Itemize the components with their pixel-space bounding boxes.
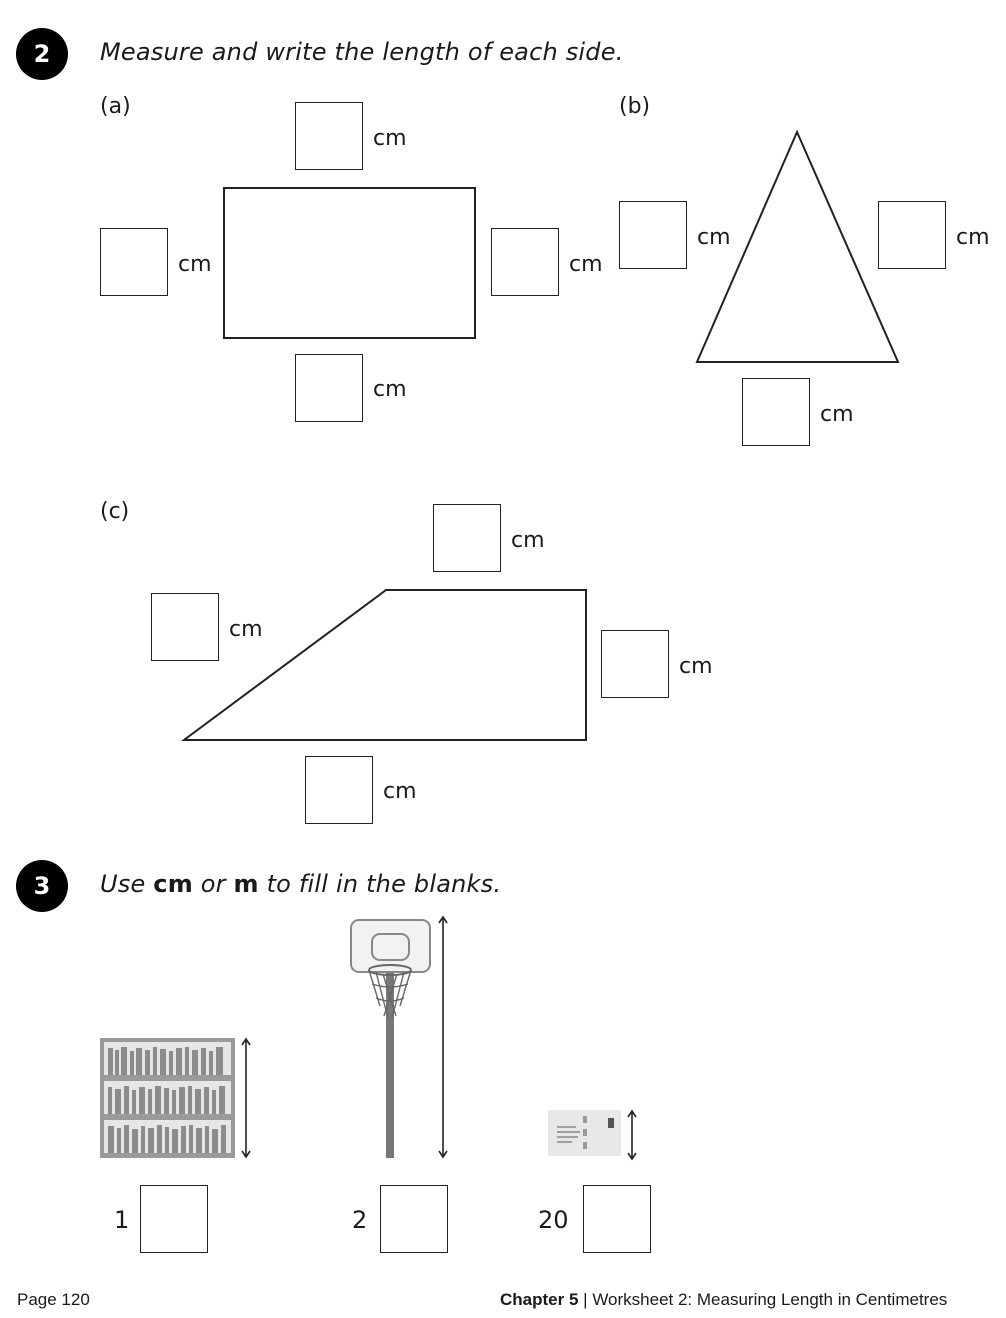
answer-box-q3-1[interactable] (140, 1185, 208, 1253)
instruction-text: or (192, 870, 234, 898)
part-c-label: (c) (100, 499, 130, 524)
unit-label: cm (697, 225, 731, 250)
rectangle-shape (223, 187, 476, 339)
unit-label: cm (229, 617, 263, 642)
unit-label: cm (373, 377, 407, 402)
instruction-unit-m: m (233, 870, 259, 898)
footer-worksheet: Worksheet 2: Measuring Length in Centime… (592, 1290, 948, 1309)
question-2-instruction: Measure and write the length of each sid… (100, 38, 624, 66)
unit-label: cm (679, 654, 713, 679)
unit-label: cm (178, 252, 212, 277)
trapezium-shape (180, 589, 587, 741)
instruction-unit-cm: cm (153, 870, 193, 898)
answer-box-c-bottom[interactable] (305, 756, 373, 824)
footer-chapter-info: Chapter 5 | Worksheet 2: Measuring Lengt… (500, 1290, 947, 1310)
answer-box-b-bottom[interactable] (742, 378, 810, 446)
unit-label: cm (569, 252, 603, 277)
question-2-number: 2 (16, 28, 68, 80)
item-2-value: 2 (352, 1206, 368, 1234)
unit-label: cm (511, 528, 545, 553)
answer-box-c-slant[interactable] (151, 593, 219, 661)
unit-label: cm (820, 402, 854, 427)
unit-label: cm (383, 779, 417, 804)
footer-chapter: Chapter 5 (500, 1290, 579, 1309)
instruction-text: Use (100, 870, 154, 898)
question-3-number: 3 (16, 860, 68, 912)
bookshelf-icon (100, 1037, 251, 1159)
part-a-label: (a) (100, 94, 131, 119)
unit-label: cm (956, 225, 990, 250)
unit-label: cm (373, 126, 407, 151)
answer-box-a-right[interactable] (491, 228, 559, 296)
answer-box-b-right[interactable] (878, 201, 946, 269)
answer-box-b-left[interactable] (619, 201, 687, 269)
question-3-instruction: Use cm or m to fill in the blanks. (100, 870, 501, 898)
footer-separator: | (583, 1290, 588, 1309)
answer-box-c-top[interactable] (433, 504, 501, 572)
envelope-icon (548, 1109, 637, 1161)
part-b-label: (b) (619, 94, 651, 119)
answer-box-q3-2[interactable] (380, 1185, 448, 1253)
answer-box-c-right[interactable] (601, 630, 669, 698)
page-number: Page 120 (17, 1290, 90, 1309)
instruction-text: to fill in the blanks. (258, 870, 502, 898)
item-1-value: 1 (114, 1206, 130, 1234)
answer-box-a-bottom[interactable] (295, 354, 363, 422)
item-3-value: 20 (538, 1206, 569, 1234)
basketball-hoop-icon (350, 915, 448, 1159)
triangle-shape (695, 129, 900, 363)
question-2-number-text: 2 (33, 40, 51, 68)
answer-box-a-left[interactable] (100, 228, 168, 296)
answer-box-q3-3[interactable] (583, 1185, 651, 1253)
answer-box-a-top[interactable] (295, 102, 363, 170)
question-3-number-text: 3 (33, 872, 51, 900)
